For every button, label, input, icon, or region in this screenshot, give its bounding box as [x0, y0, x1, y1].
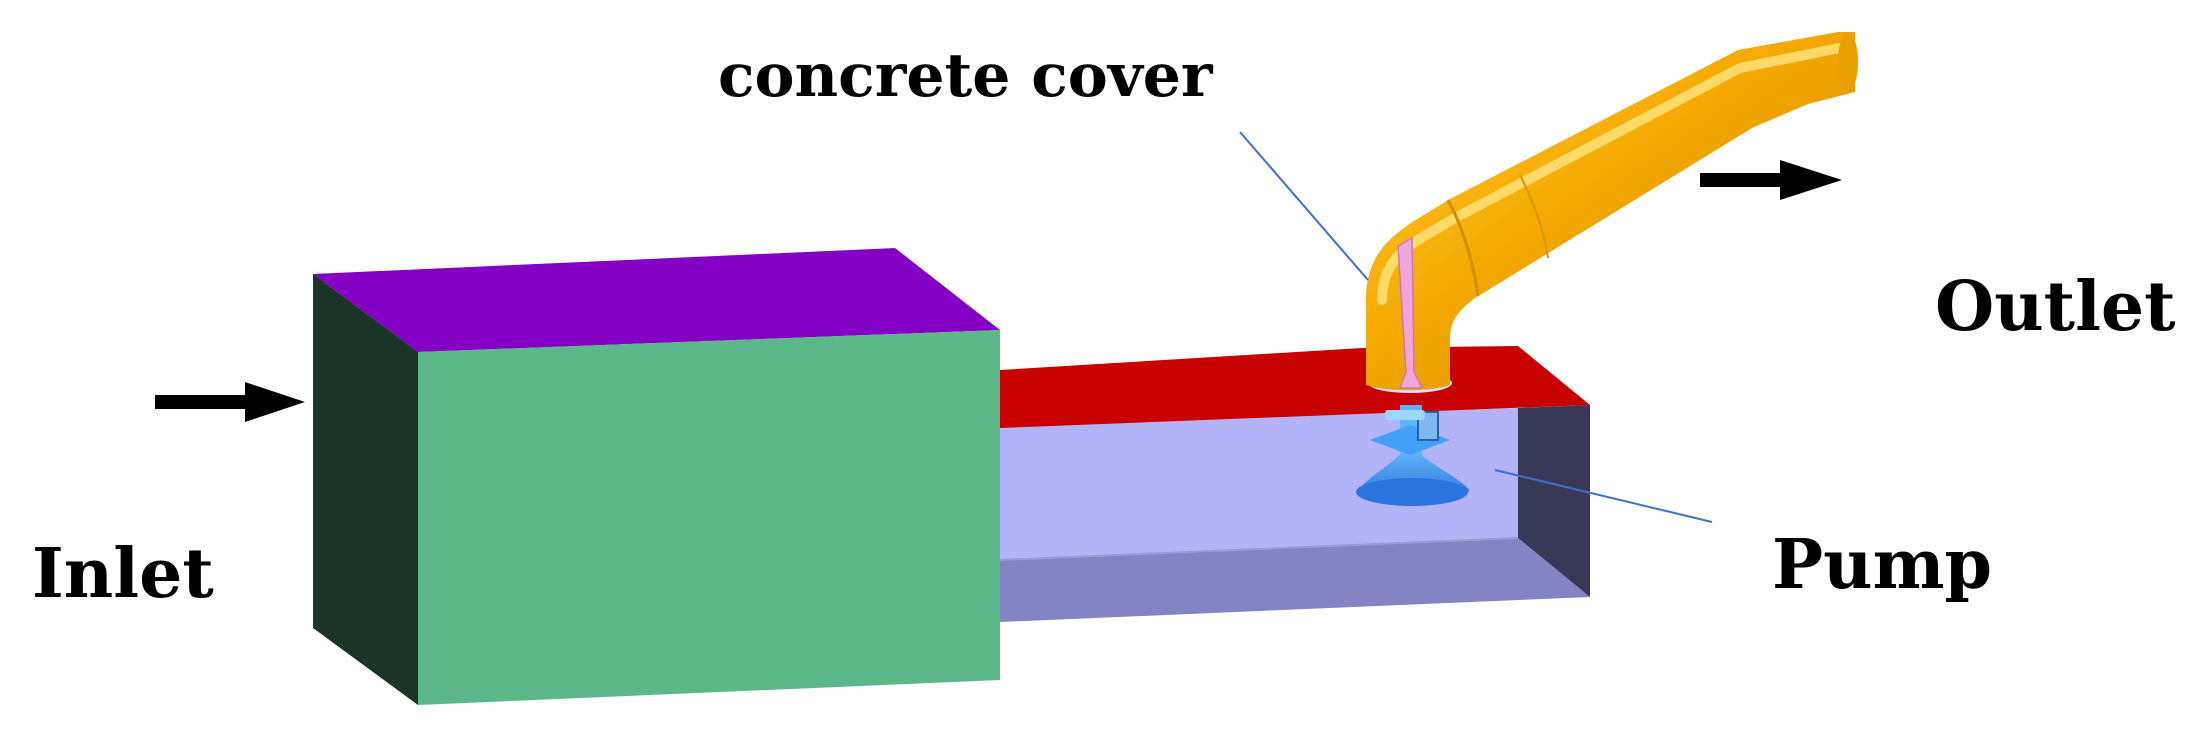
inlet-box-side	[313, 274, 418, 705]
arrow-right-icon	[155, 382, 305, 422]
inlet-box-front	[418, 330, 1000, 705]
pump-label: Pump	[1772, 525, 1992, 605]
pump-channel	[999, 346, 1590, 622]
outlet-pipe-joint	[1446, 199, 1480, 297]
channel-floor	[1000, 538, 1590, 622]
pump-inlet-ring	[1385, 410, 1425, 420]
outlet-pipe	[1366, 32, 1858, 391]
outlet-pipe-body	[1366, 32, 1855, 391]
concrete-cover-leader-line	[1239, 131, 1369, 281]
channel-end-wall	[1518, 405, 1590, 597]
pump	[1356, 405, 1470, 506]
outlet-pipe-joint	[1519, 174, 1549, 259]
pump-leader-line	[1494, 469, 1713, 523]
concrete-cover-label: concrete cover	[718, 41, 1214, 111]
arrow-right-icon	[1700, 160, 1842, 200]
concrete-cover-strip	[1397, 236, 1424, 389]
inlet-box	[313, 248, 1000, 705]
outlet-pipe-mouth	[1838, 32, 1858, 92]
outlet-label: Outlet	[1935, 267, 2176, 347]
pump-bell-rim	[1356, 478, 1468, 506]
inlet-box-top	[313, 248, 1000, 352]
inlet-label: Inlet	[32, 534, 214, 614]
channel-floor-edge	[999, 537, 1519, 561]
